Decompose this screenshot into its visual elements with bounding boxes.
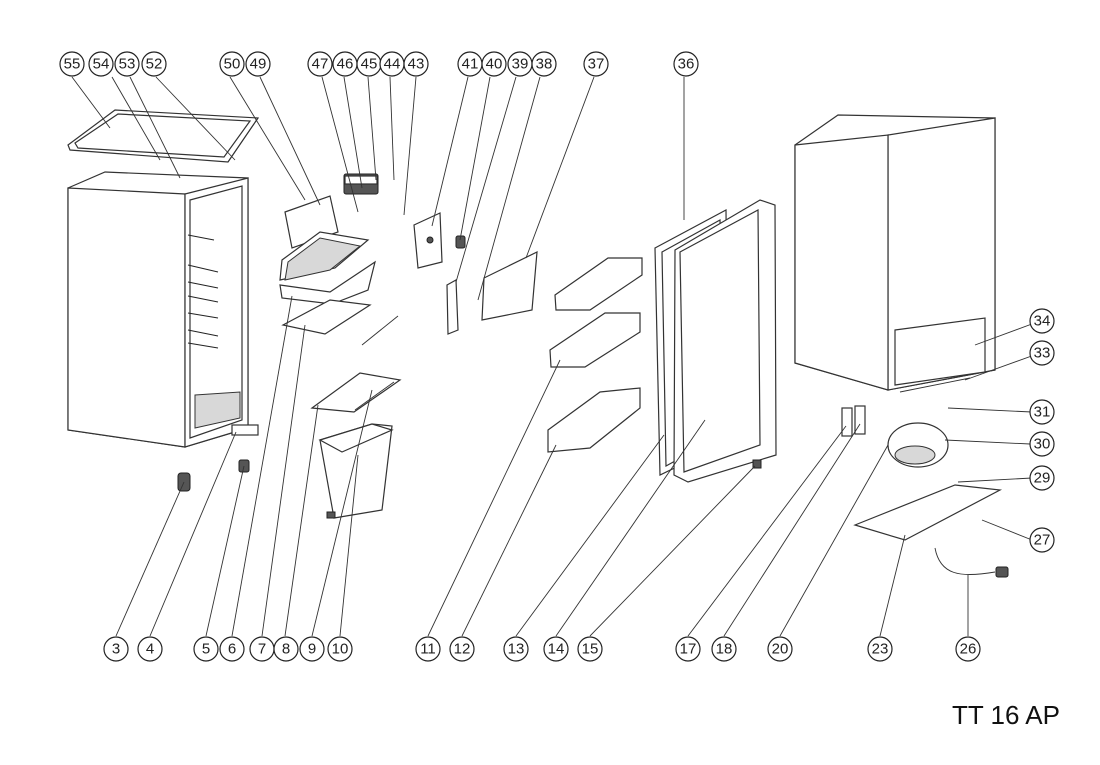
- callout-36: 36: [673, 51, 699, 77]
- callout-33: 33: [1029, 340, 1055, 366]
- callout-39: 39: [507, 51, 533, 77]
- callout-53: 53: [114, 51, 140, 77]
- callout-52: 52: [141, 51, 167, 77]
- callout-47: 47: [307, 51, 333, 77]
- callout-label: 15: [582, 641, 599, 658]
- callout-4: 4: [137, 636, 163, 662]
- callout-50: 50: [219, 51, 245, 77]
- callout-45: 45: [356, 51, 382, 77]
- callout-label: 29: [1034, 470, 1051, 487]
- callout-30: 30: [1029, 431, 1055, 457]
- callout-label: 37: [588, 56, 605, 73]
- top-lid: [67, 109, 260, 163]
- callout-6: 6: [219, 636, 245, 662]
- callout-46: 46: [332, 51, 358, 77]
- door: [654, 199, 777, 483]
- leader-lines: [71, 76, 1041, 637]
- callout-41: 41: [457, 51, 483, 77]
- callout-label: 47: [312, 56, 329, 73]
- callout-label: 3: [112, 641, 120, 658]
- callout-18: 18: [711, 636, 737, 662]
- callout-55: 55: [59, 51, 85, 77]
- callout-label: 6: [228, 641, 236, 658]
- callout-label: 44: [384, 56, 401, 73]
- callout-43: 43: [403, 51, 429, 77]
- callout-26: 26: [955, 636, 981, 662]
- callout-label: 17: [680, 641, 697, 658]
- callout-10: 10: [327, 636, 353, 662]
- callout-label: 45: [361, 56, 378, 73]
- callout-12: 12: [449, 636, 475, 662]
- right-callout-column: 34 33 31 30 29 27: [1029, 308, 1055, 553]
- callout-label: 7: [258, 641, 266, 658]
- callout-label: 4: [146, 641, 154, 658]
- callout-54: 54: [88, 51, 114, 77]
- callout-label: 49: [250, 56, 267, 73]
- callout-37: 37: [583, 51, 609, 77]
- callout-34: 34: [1029, 308, 1055, 334]
- callout-label: 38: [536, 56, 553, 73]
- callout-14: 14: [543, 636, 569, 662]
- door-balconies: [547, 257, 643, 453]
- callout-label: 31: [1034, 404, 1051, 421]
- callout-9: 9: [299, 636, 325, 662]
- callout-label: 55: [64, 56, 81, 73]
- callout-40: 40: [481, 51, 507, 77]
- callout-label: 9: [308, 641, 316, 658]
- callout-15: 15: [577, 636, 603, 662]
- callout-label: 43: [408, 56, 425, 73]
- control-box: [413, 212, 538, 335]
- callout-49: 49: [245, 51, 271, 77]
- callout-31: 31: [1029, 399, 1055, 425]
- callout-label: 39: [512, 56, 529, 73]
- callout-label: 46: [337, 56, 354, 73]
- callout-label: 5: [202, 641, 210, 658]
- callout-27: 27: [1029, 527, 1055, 553]
- callout-38: 38: [531, 51, 557, 77]
- callout-label: 30: [1034, 436, 1051, 453]
- callout-label: 12: [454, 641, 471, 658]
- callout-label: 10: [332, 641, 349, 658]
- callout-7: 7: [249, 636, 275, 662]
- callout-17: 17: [675, 636, 701, 662]
- callout-label: 18: [716, 641, 733, 658]
- callout-label: 52: [146, 56, 163, 73]
- callout-13: 13: [503, 636, 529, 662]
- callout-label: 36: [678, 56, 695, 73]
- callout-label: 26: [960, 641, 977, 658]
- callout-20: 20: [767, 636, 793, 662]
- callout-5: 5: [193, 636, 219, 662]
- cabinet-body: [67, 171, 259, 492]
- callout-label: 41: [462, 56, 479, 73]
- model-label: TT 16 AP: [952, 700, 1060, 730]
- callout-label: 8: [282, 641, 290, 658]
- rear-cabinet: [794, 114, 1009, 578]
- callout-8: 8: [273, 636, 299, 662]
- top-callout-row: 55 54 53 52 50 49 47 46 45 44 43 41 40 39 38 37 36: [59, 51, 699, 77]
- callout-3: 3: [103, 636, 129, 662]
- callout-44: 44: [379, 51, 405, 77]
- callout-label: 40: [486, 56, 503, 73]
- callout-label: 34: [1034, 313, 1051, 330]
- callout-11: 11: [415, 636, 441, 662]
- callout-label: 11: [420, 641, 436, 658]
- callout-label: 14: [548, 641, 565, 658]
- callout-label: 27: [1034, 532, 1051, 549]
- callout-label: 13: [508, 641, 525, 658]
- callout-29: 29: [1029, 465, 1055, 491]
- callout-label: 54: [93, 56, 110, 73]
- callout-label: 33: [1034, 345, 1051, 362]
- callout-label: 53: [119, 56, 136, 73]
- callout-23: 23: [867, 636, 893, 662]
- callout-label: 50: [224, 56, 241, 73]
- callout-label: 23: [872, 641, 889, 658]
- callout-label: 20: [772, 641, 789, 658]
